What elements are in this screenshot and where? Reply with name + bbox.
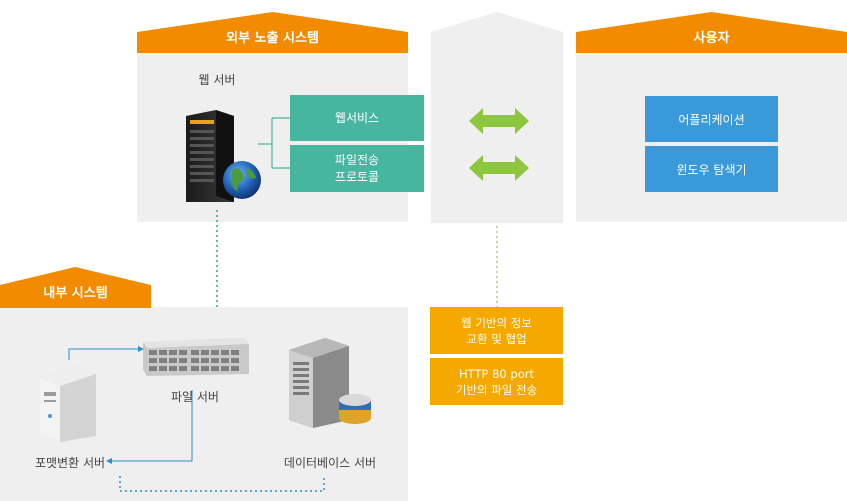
file-transfer-protocol-box: 파일전송 프로토콜	[290, 145, 424, 192]
database-server-icon	[289, 338, 371, 428]
note2-line2: 기반의 파일 전송	[455, 382, 538, 397]
format-server-label: 포맷변환 서버	[34, 456, 106, 470]
server-to-services-connector	[258, 117, 290, 169]
note2-line1: HTTP 80 port	[459, 366, 534, 381]
note1-line2: 교환 및 협업	[466, 331, 527, 346]
web-server-rack-icon	[186, 110, 261, 202]
http-file-transfer-note: HTTP 80 port 기반의 파일 전송	[430, 358, 563, 405]
internal-system-header-shape	[0, 267, 151, 308]
windows-explorer-box: 윈도우 탐색기	[645, 146, 778, 192]
external-system-title: 외부 노출 시스템	[226, 30, 319, 46]
double-arrow-icon	[469, 108, 529, 134]
application-box: 어플리케이션	[645, 96, 778, 142]
database-server-label: 데이터베이스 서버	[283, 456, 377, 470]
internal-system-title: 내부 시스템	[43, 285, 108, 301]
web-collaboration-note: 웹 기반의 정보 교환 및 협업	[430, 307, 563, 354]
file-transfer-line1: 파일전송	[334, 152, 380, 167]
user-header-shape	[576, 12, 847, 53]
file-transfer-line2: 프로토콜	[334, 169, 380, 184]
pc-tower-icon	[40, 366, 96, 442]
external-system-header-shape	[137, 12, 408, 53]
double-arrow-icon	[469, 155, 529, 181]
web-service-box: 웹서비스	[290, 95, 424, 141]
web-server-label: 웹 서버	[198, 73, 236, 87]
note1-line1: 웹 기반의 정보	[461, 315, 532, 330]
storage-array-icon	[143, 338, 249, 376]
user-title: 사용자	[693, 30, 730, 46]
file-server-label: 파일 서버	[171, 390, 219, 404]
